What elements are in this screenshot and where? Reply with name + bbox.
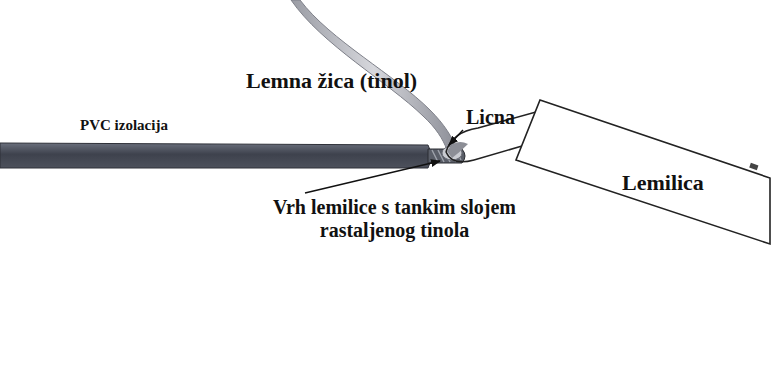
leader-arrow bbox=[305, 161, 440, 193]
node-text: Lemilica bbox=[622, 170, 704, 196]
tip-label: Vrh lemilice s tankim slojem rastaljenog… bbox=[252, 196, 537, 242]
insulation-label: PVC izolacija bbox=[80, 117, 168, 134]
strands-label: Licna bbox=[466, 106, 515, 129]
leader-arrow bbox=[449, 130, 463, 145]
solder-wire-label: Lemna žica (tinol) bbox=[246, 68, 417, 93]
iron-handle: Lemilica bbox=[514, 94, 774, 254]
pvc-insulation bbox=[0, 143, 431, 168]
